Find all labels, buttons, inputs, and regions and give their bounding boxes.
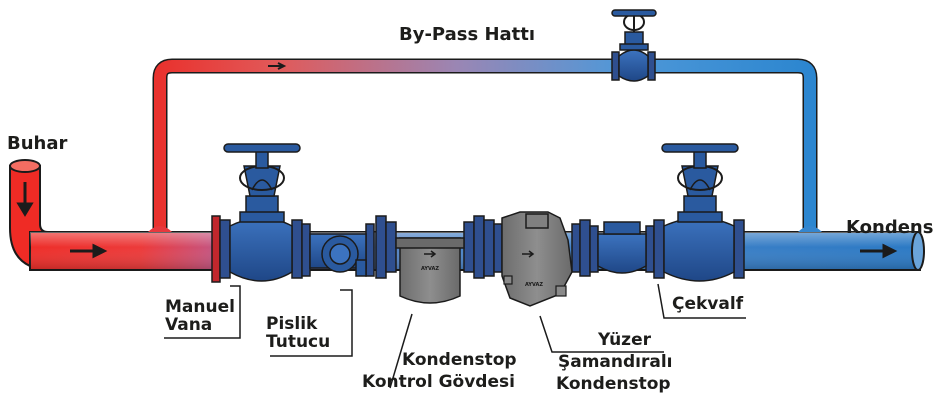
flange-red <box>211 215 221 283</box>
float-trap: AYVAZ <box>483 211 591 307</box>
bypass-valve <box>611 9 657 82</box>
bypass-tee-right <box>798 226 822 232</box>
trap-control-body: AYVAZ <box>375 215 485 304</box>
float-trap-label-line2: Şamandıralı <box>558 352 673 372</box>
float-trap-marking: AYVAZ <box>525 282 543 288</box>
condensate-outlet <box>911 231 925 271</box>
flow-arrow-condensate <box>860 243 898 259</box>
strainer <box>301 223 375 277</box>
leader-control-body <box>389 313 413 389</box>
leader-manual-valve <box>164 285 241 339</box>
check-valve <box>589 221 655 274</box>
strainer-label-line2: Tutucu <box>266 332 331 352</box>
outlet-manual-valve <box>653 143 745 282</box>
bypass-flow-arrow <box>268 62 287 70</box>
control-body-marking: AYVAZ <box>421 266 439 272</box>
check-valve-label: Çekvalf <box>672 294 744 314</box>
flow-arrow-down <box>16 182 34 217</box>
leader-lines <box>164 283 746 389</box>
condensate-label: Kondens <box>846 217 934 238</box>
manual-valve-label-line2: Vana <box>165 315 213 335</box>
float-trap-label-line3: Kondenstop <box>556 374 671 394</box>
manual-valve-handwheel <box>223 143 301 153</box>
control-body-label-line2: Kontrol Gövdesi <box>362 372 515 392</box>
float-trap-label-line1: Yüzer <box>598 330 651 350</box>
control-body-label-line1: Kondenstop <box>402 350 517 370</box>
bypass-line-label: By-Pass Hattı <box>399 24 536 45</box>
leader-check-valve <box>657 283 746 319</box>
outlet-valve-handwheel <box>661 143 739 153</box>
leader-float-trap <box>539 315 664 353</box>
steam-inlet-opening <box>9 159 41 173</box>
bypass-tee-left <box>148 226 172 232</box>
strainer-label-line1: Pislik <box>266 314 318 334</box>
flow-arrow-steam <box>70 243 108 259</box>
steam-label: Buhar <box>7 133 68 154</box>
manual-valve-label-line1: Manuel <box>165 297 235 317</box>
manual-valve <box>211 143 303 283</box>
bypass-valve-handwheel <box>611 9 657 17</box>
leader-strainer <box>270 289 353 357</box>
